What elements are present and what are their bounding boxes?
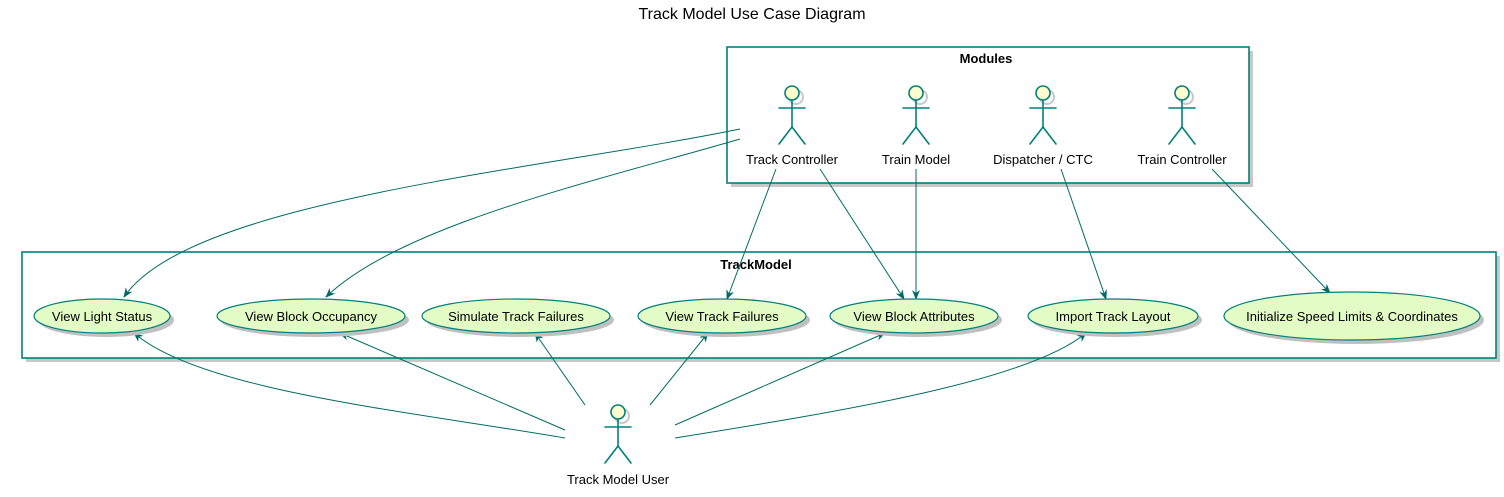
modules-package-title: Modules [960, 51, 1013, 66]
use-case-label: Import Track Layout [1056, 309, 1171, 324]
use-case-label: Initialize Speed Limits & Coordinates [1246, 309, 1458, 324]
edge-dispatcher-import-track-layout [1060, 168, 1107, 300]
edges [123, 128, 1331, 439]
use-case-label: View Block Occupancy [245, 309, 377, 324]
edge-track-controller-view-track-failures [726, 168, 777, 300]
actor-train-model: Train Model [882, 85, 950, 167]
use-case-view-block-attributes: View Block Attributes [829, 298, 1002, 337]
edge-train-controller-initialize-speed-limits [1211, 168, 1331, 294]
use-case-label: View Light Status [52, 309, 153, 324]
actor-label: Track Controller [746, 152, 839, 167]
actor-figure-icon [902, 85, 930, 145]
edge-user-import-track-layout [674, 332, 1087, 439]
actor-label: Train Model [882, 152, 950, 167]
use-case-label: View Track Failures [665, 309, 779, 324]
use-case-simulate-track-failures: Simulate Track Failures [421, 298, 614, 337]
diagram-title: Track Model Use Case Diagram [638, 6, 865, 23]
actor-label: Track Model User [567, 472, 670, 487]
use-case-view-block-occupancy: View Block Occupancy [216, 298, 409, 337]
modules-package: Modules [726, 46, 1253, 187]
actor-label: Dispatcher / CTC [993, 152, 1093, 167]
use-case-label: View Block Attributes [853, 309, 975, 324]
actor-train-controller: Train Controller [1137, 85, 1227, 167]
actor-label: Train Controller [1137, 152, 1227, 167]
edge-track-controller-view-block-attributes [819, 168, 905, 300]
actor-figure-icon [604, 404, 632, 464]
use-case-import-track-layout: Import Track Layout [1027, 298, 1202, 337]
edge-track-controller-view-light-status [123, 128, 741, 298]
use-case-label: Simulate Track Failures [448, 309, 584, 324]
edge-user-view-block-occupancy [339, 332, 566, 431]
trackmodel-package-title: TrackModel [720, 257, 792, 272]
edge-user-view-track-failures [649, 332, 709, 406]
actor-track-controller: Track Controller [746, 85, 839, 167]
actor-dispatcher: Dispatcher / CTC [993, 85, 1093, 167]
edge-user-view-block-attributes [674, 332, 886, 426]
actor-figure-icon [778, 85, 806, 145]
actor-track-model-user: Track Model User [567, 404, 670, 487]
edge-user-simulate-track-failures [534, 332, 586, 406]
edge-track-controller-view-block-occupancy [325, 138, 741, 298]
actor-figure-icon [1168, 85, 1196, 145]
use-case-view-track-failures: View Track Failures [637, 298, 810, 337]
edge-user-view-light-status [133, 332, 566, 439]
actor-figure-icon [1029, 85, 1057, 145]
use-case-view-light-status: View Light Status [33, 298, 174, 337]
use-case-initialize-speed-limits: Initialize Speed Limits & Coordinates [1223, 291, 1484, 344]
